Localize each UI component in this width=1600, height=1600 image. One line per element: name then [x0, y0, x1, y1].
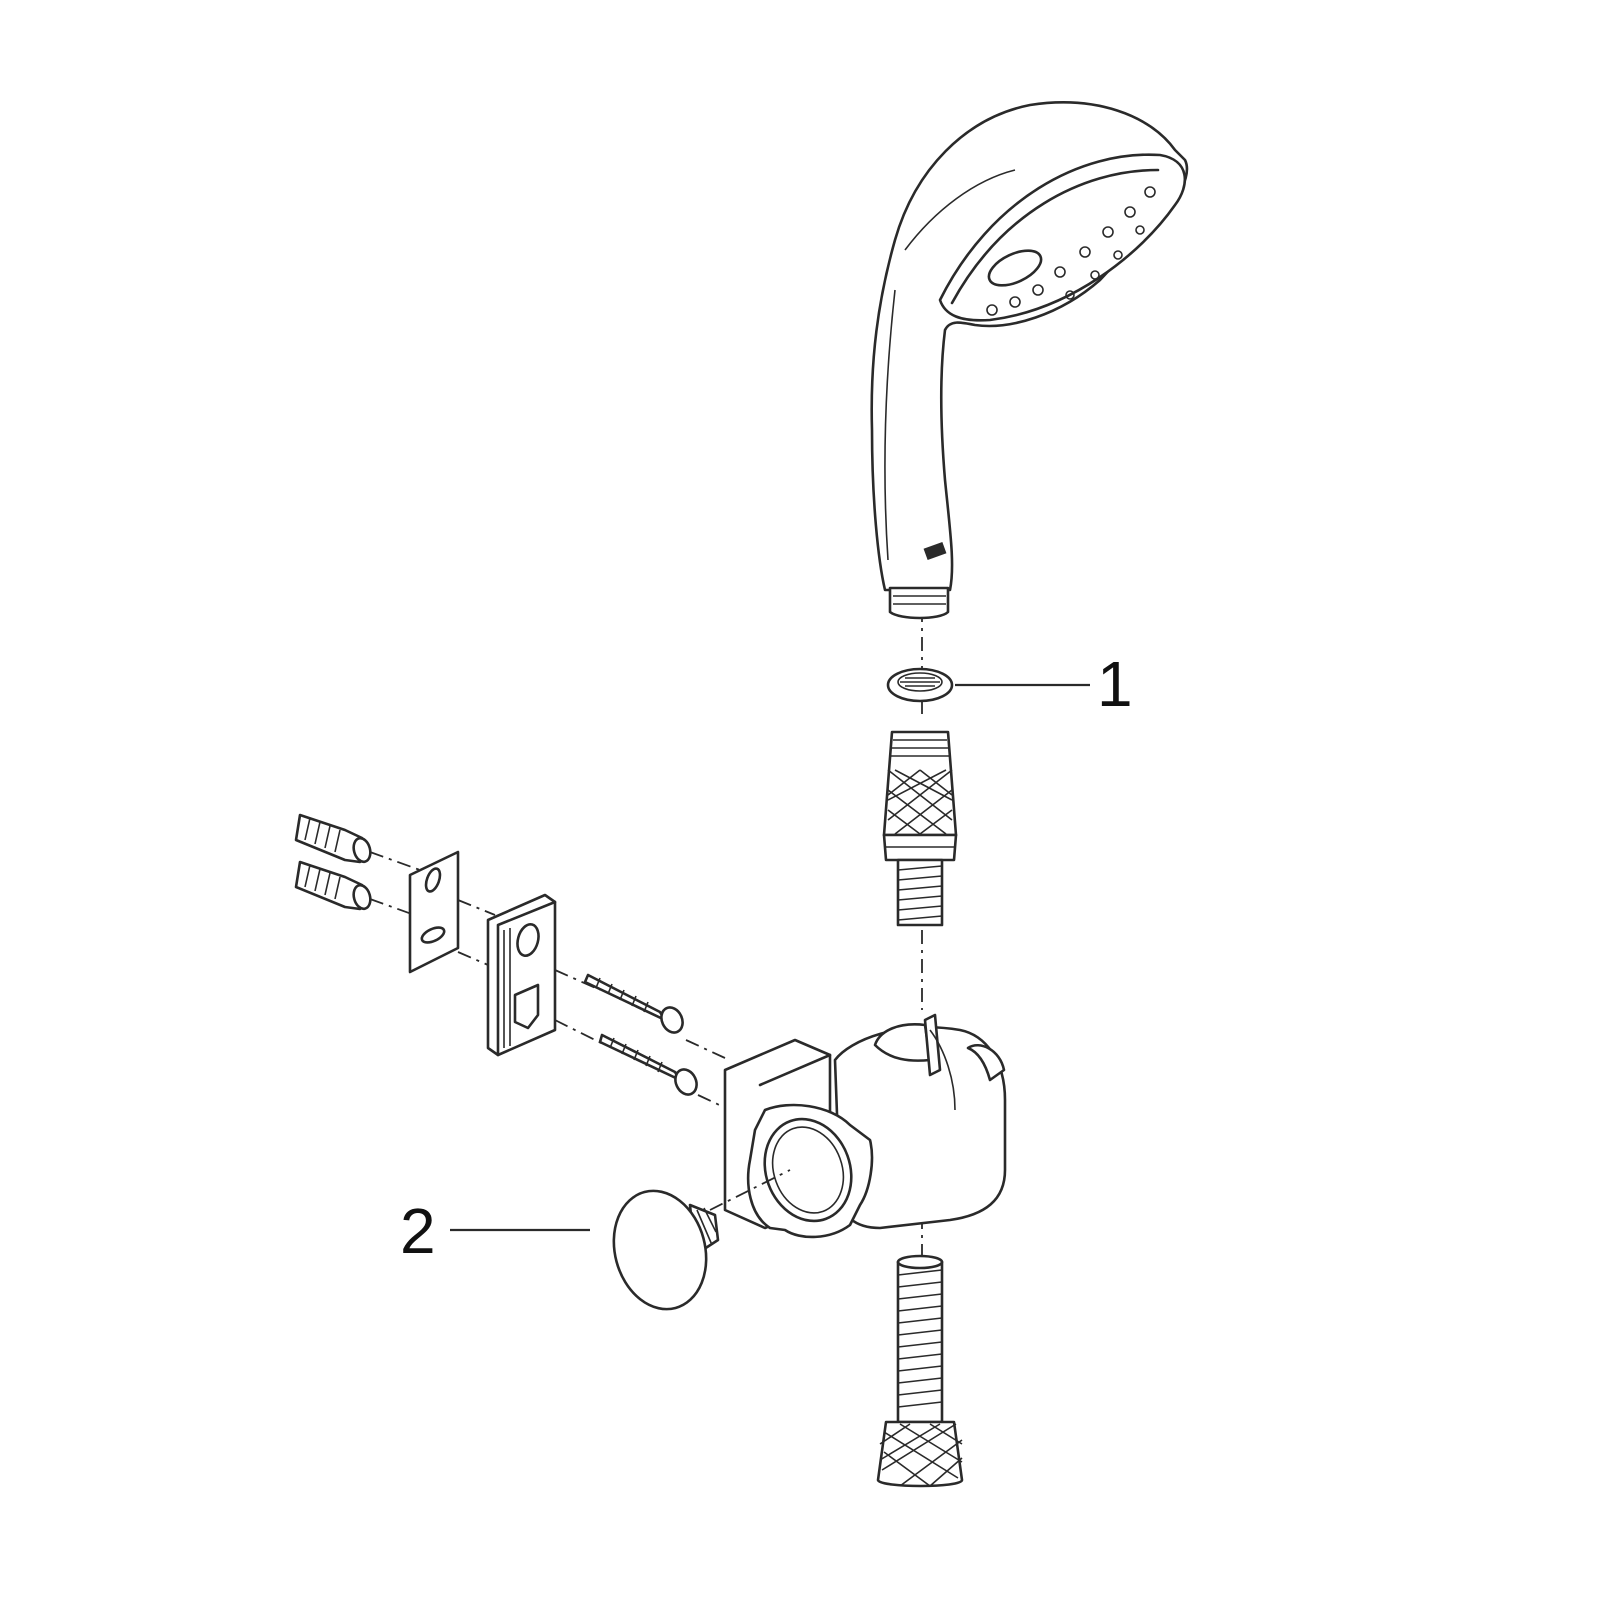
spray-selector	[987, 249, 1043, 287]
cover-cap-part-2	[612, 1189, 720, 1311]
hand-shower-head	[870, 101, 1189, 620]
hose-top-nut	[882, 730, 958, 862]
callout-1: 1	[955, 648, 1133, 720]
dowel-axis-lower	[369, 898, 421, 918]
plate-axis-upper	[457, 899, 496, 916]
wall-dowel-lower	[294, 860, 372, 911]
wall-plate	[408, 850, 460, 974]
washer-part-1	[886, 667, 954, 703]
callout-2: 2	[400, 1195, 590, 1267]
wall-dowel-upper	[294, 813, 372, 864]
shower-holder	[723, 1013, 1007, 1239]
dowel-axis-upper	[369, 851, 421, 871]
holder-bracket	[486, 893, 557, 1057]
bracket-axis-lower	[554, 1019, 606, 1046]
shower-connector	[888, 586, 950, 620]
wall-screw-upper	[583, 973, 684, 1034]
callout-1-number: 1	[1097, 648, 1133, 720]
hose-lower-spiral	[896, 1254, 944, 1424]
hose-bottom-nut	[876, 1420, 964, 1488]
brand-mark	[923, 541, 947, 561]
hose-upper-spiral	[896, 858, 944, 927]
callout-2-number: 2	[400, 1195, 436, 1267]
spray-nozzles	[986, 186, 1156, 316]
screw-axis-upper	[685, 1039, 726, 1059]
wall-screw-lower	[598, 1033, 698, 1096]
